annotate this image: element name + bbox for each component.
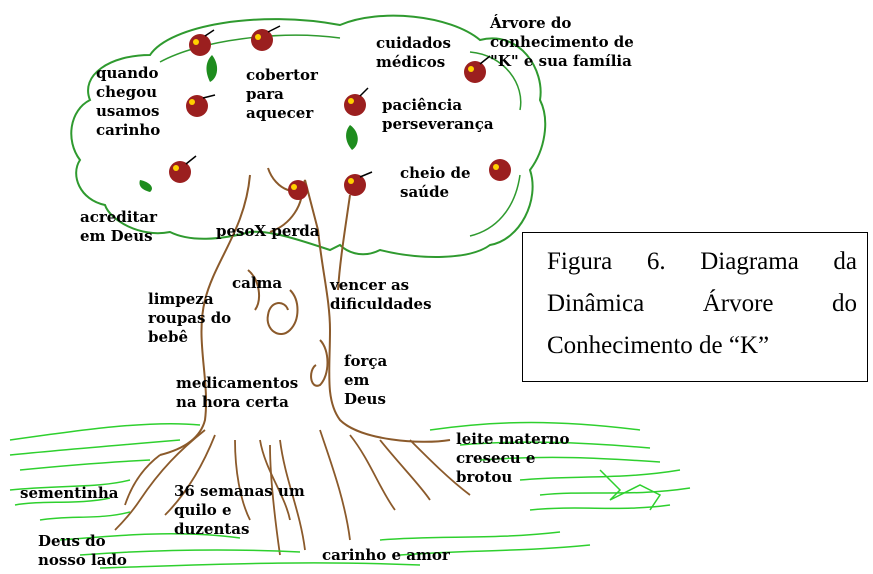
label-vencer: vencer as dificuldades bbox=[330, 276, 432, 313]
label-cheio: cheio de saúde bbox=[400, 164, 471, 201]
canopy-outline-inner bbox=[159, 34, 522, 237]
label-cobertor: cobertor para aquecer bbox=[246, 66, 318, 122]
fruit-icon bbox=[464, 55, 491, 83]
leaf-icon bbox=[139, 180, 152, 192]
fruit-icon bbox=[186, 94, 216, 117]
label-medicamentos: medicamentos na hora certa bbox=[176, 374, 299, 411]
fruit-icon bbox=[489, 159, 511, 181]
fruit-icon bbox=[169, 155, 197, 183]
label-limpeza: limpeza roupas do bebê bbox=[148, 290, 232, 346]
fruit-icon bbox=[251, 25, 281, 51]
label-tree-title: Árvore do conhecimento de "K" e sua famí… bbox=[490, 14, 634, 70]
label-sementinha: sementinha bbox=[20, 484, 119, 502]
label-calma: calma bbox=[232, 274, 283, 292]
label-leite: leite materno cresecu e brotou bbox=[456, 430, 570, 486]
leaves bbox=[139, 55, 358, 192]
label-peso: pesoX perda bbox=[216, 222, 320, 240]
fruit-icon bbox=[288, 180, 308, 200]
leaf-icon bbox=[346, 125, 358, 150]
label-deus-lado: Deus do nosso lado bbox=[38, 532, 127, 569]
label-paciencia: paciência perseverança bbox=[382, 96, 494, 133]
fruit-icon bbox=[344, 171, 373, 196]
label-carinho-amor: carinho e amor bbox=[322, 546, 450, 564]
leaf-icon bbox=[206, 55, 218, 82]
fruits bbox=[169, 25, 511, 200]
grass bbox=[9, 421, 691, 569]
label-acreditar: acreditar em Deus bbox=[80, 208, 158, 245]
label-forca: força em Deus bbox=[344, 352, 388, 408]
label-semanas: 36 semanas um quilo e duzentas bbox=[174, 482, 305, 538]
figure-caption: Figura 6. Diagrama da Dinâmica Árvore do… bbox=[522, 232, 868, 382]
fruit-icon bbox=[189, 29, 215, 56]
fruit-icon bbox=[344, 87, 369, 116]
roots bbox=[114, 429, 471, 556]
canopy-outline bbox=[70, 14, 547, 258]
label-cuidados: cuidados médicos bbox=[376, 34, 451, 71]
label-quando: quando chegou usamos carinho bbox=[96, 64, 161, 139]
